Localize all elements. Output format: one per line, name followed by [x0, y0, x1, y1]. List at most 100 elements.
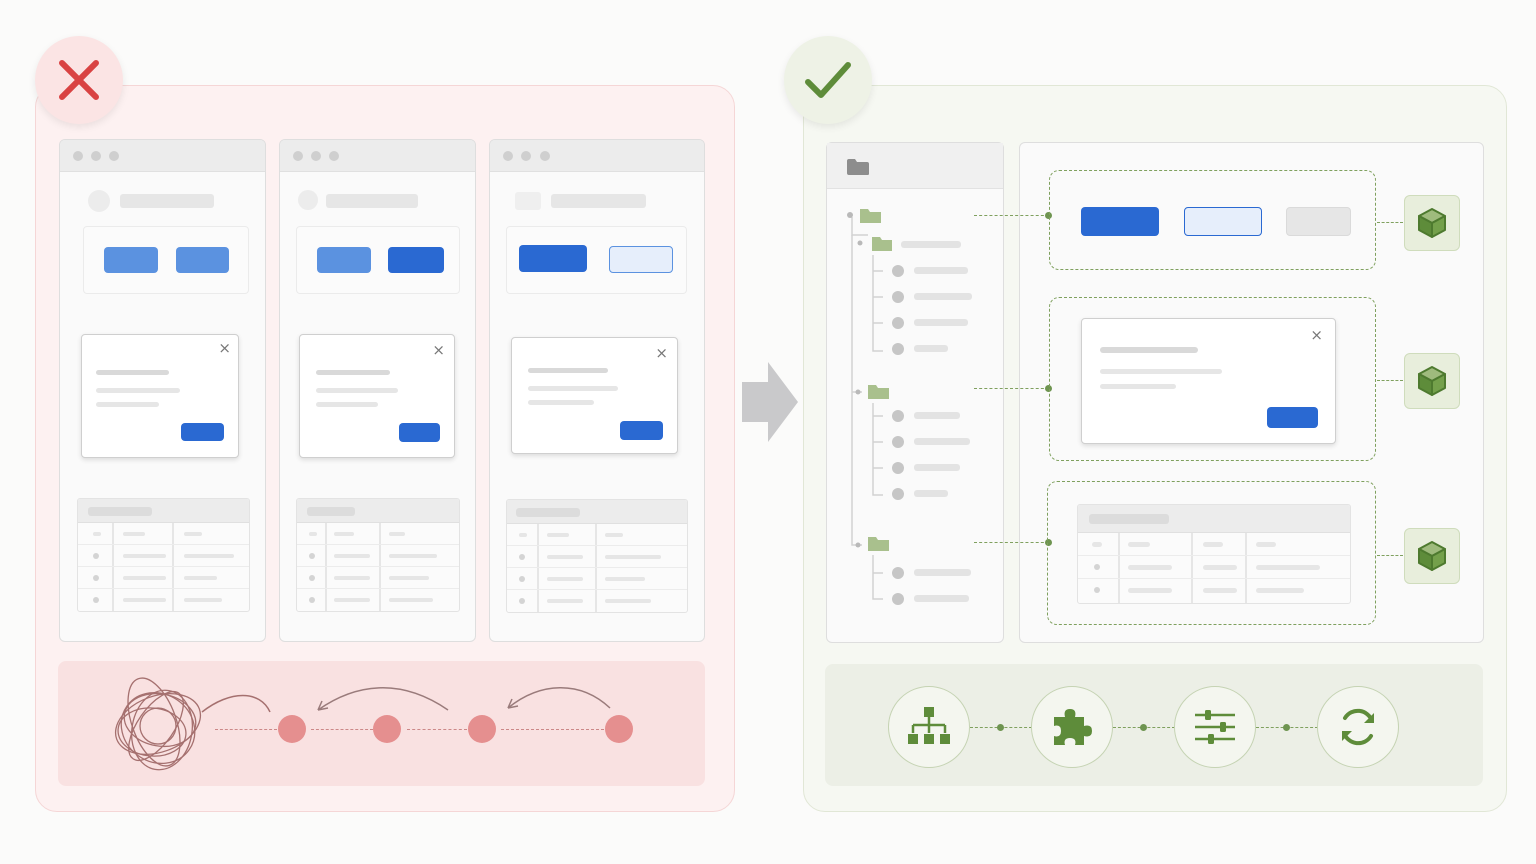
good-badge [784, 36, 872, 124]
data-table [1077, 504, 1351, 604]
cell-placeholder [93, 532, 101, 536]
row-bullet [519, 598, 525, 604]
table-row [297, 545, 459, 567]
cell-placeholder [389, 554, 437, 558]
dialog-title-placeholder [1100, 347, 1198, 353]
dialog-text-placeholder [316, 402, 378, 407]
tertiary-button[interactable] [1286, 207, 1351, 236]
connector-dot [1045, 385, 1052, 392]
dashed-connector [1377, 222, 1403, 223]
dashed-connector [974, 388, 1049, 389]
window-dot [540, 151, 550, 161]
dashed-connector [501, 729, 604, 730]
cell-placeholder [334, 554, 370, 558]
table-row [507, 568, 687, 590]
sliders-icon [1195, 710, 1235, 744]
cell-placeholder [184, 598, 222, 602]
button-group-card [506, 226, 687, 294]
component-cube [1404, 528, 1460, 584]
secondary-button[interactable] [388, 247, 444, 273]
dialog-confirm-button[interactable] [620, 421, 663, 440]
row-bullet [309, 553, 315, 559]
dashed-connector [215, 729, 277, 730]
dialog-text-placeholder [96, 388, 180, 393]
table-header [1078, 505, 1350, 533]
right-arrow-icon [742, 362, 798, 442]
component-tree [847, 209, 972, 605]
column-divider [112, 523, 114, 611]
table-title-placeholder [88, 507, 152, 516]
table-header [78, 499, 249, 523]
table-row [507, 546, 687, 568]
column-divider [1245, 533, 1247, 603]
column-divider [595, 524, 597, 612]
table-component-group [1047, 481, 1376, 625]
cell-placeholder [123, 532, 145, 536]
cell-placeholder [1092, 542, 1102, 547]
row-bullet [519, 554, 525, 560]
close-icon[interactable]: × [432, 341, 445, 359]
secondary-button[interactable] [176, 247, 229, 273]
close-icon[interactable]: × [1310, 326, 1323, 344]
cube-icon [1418, 366, 1446, 396]
primary-button[interactable] [1081, 207, 1159, 236]
window-3-titlebar [490, 140, 704, 172]
puzzle-icon [1054, 709, 1092, 745]
close-x-icon [59, 60, 99, 100]
window-2: × [279, 139, 476, 642]
dialog-title-placeholder [528, 368, 608, 373]
table-row [78, 523, 249, 545]
cell-placeholder [547, 599, 583, 603]
cell-placeholder [334, 576, 370, 580]
green-folder-icons [860, 209, 892, 551]
cell-placeholder [389, 598, 433, 602]
window-dot [311, 151, 321, 161]
cell-placeholder [123, 554, 166, 558]
cell-placeholder [547, 533, 569, 537]
secondary-button[interactable] [609, 246, 673, 273]
cell-placeholder [605, 533, 623, 537]
row-bullet [1094, 564, 1100, 570]
primary-button[interactable] [519, 245, 587, 272]
modal-dialog: × [511, 337, 678, 454]
row-bullet [93, 597, 99, 603]
close-icon[interactable]: × [655, 344, 668, 362]
window-dot [109, 151, 119, 161]
header-placeholder [120, 194, 214, 208]
cell-placeholder [1203, 565, 1237, 570]
dialog-confirm-button[interactable] [1267, 407, 1318, 428]
cell-placeholder [605, 577, 645, 581]
dialog-component-group: × [1049, 297, 1376, 461]
flow-node [373, 715, 401, 743]
modal-dialog: × [81, 334, 239, 458]
secondary-button[interactable] [1184, 207, 1262, 236]
primary-button[interactable] [104, 247, 158, 273]
primary-button[interactable] [317, 247, 371, 273]
dialog-text-placeholder [96, 402, 159, 407]
dashed-connector [974, 215, 1049, 216]
column-divider [1191, 533, 1193, 603]
dashed-connector [1377, 555, 1403, 556]
window-dot [521, 151, 531, 161]
puzzle-step [1031, 686, 1113, 768]
table-title-placeholder [516, 508, 580, 517]
cell-placeholder [334, 598, 370, 602]
button-group-card [83, 226, 249, 294]
window-1: × [59, 139, 266, 642]
row-bullet [93, 575, 99, 581]
window-1-titlebar [60, 140, 265, 172]
dialog-confirm-button[interactable] [399, 423, 440, 442]
folder-icon [847, 159, 869, 175]
dialog-text-placeholder [528, 386, 618, 391]
header-placeholder [326, 194, 418, 208]
connector-dot [1045, 212, 1052, 219]
dashed-connector [311, 729, 373, 730]
window-3: × [489, 139, 705, 642]
flow-node [468, 715, 496, 743]
table-row [78, 589, 249, 611]
backward-arc-arrow [507, 687, 611, 709]
cell-placeholder [1256, 542, 1276, 547]
close-icon[interactable]: × [218, 339, 231, 357]
cell-placeholder [605, 599, 651, 603]
dialog-confirm-button[interactable] [181, 423, 224, 441]
